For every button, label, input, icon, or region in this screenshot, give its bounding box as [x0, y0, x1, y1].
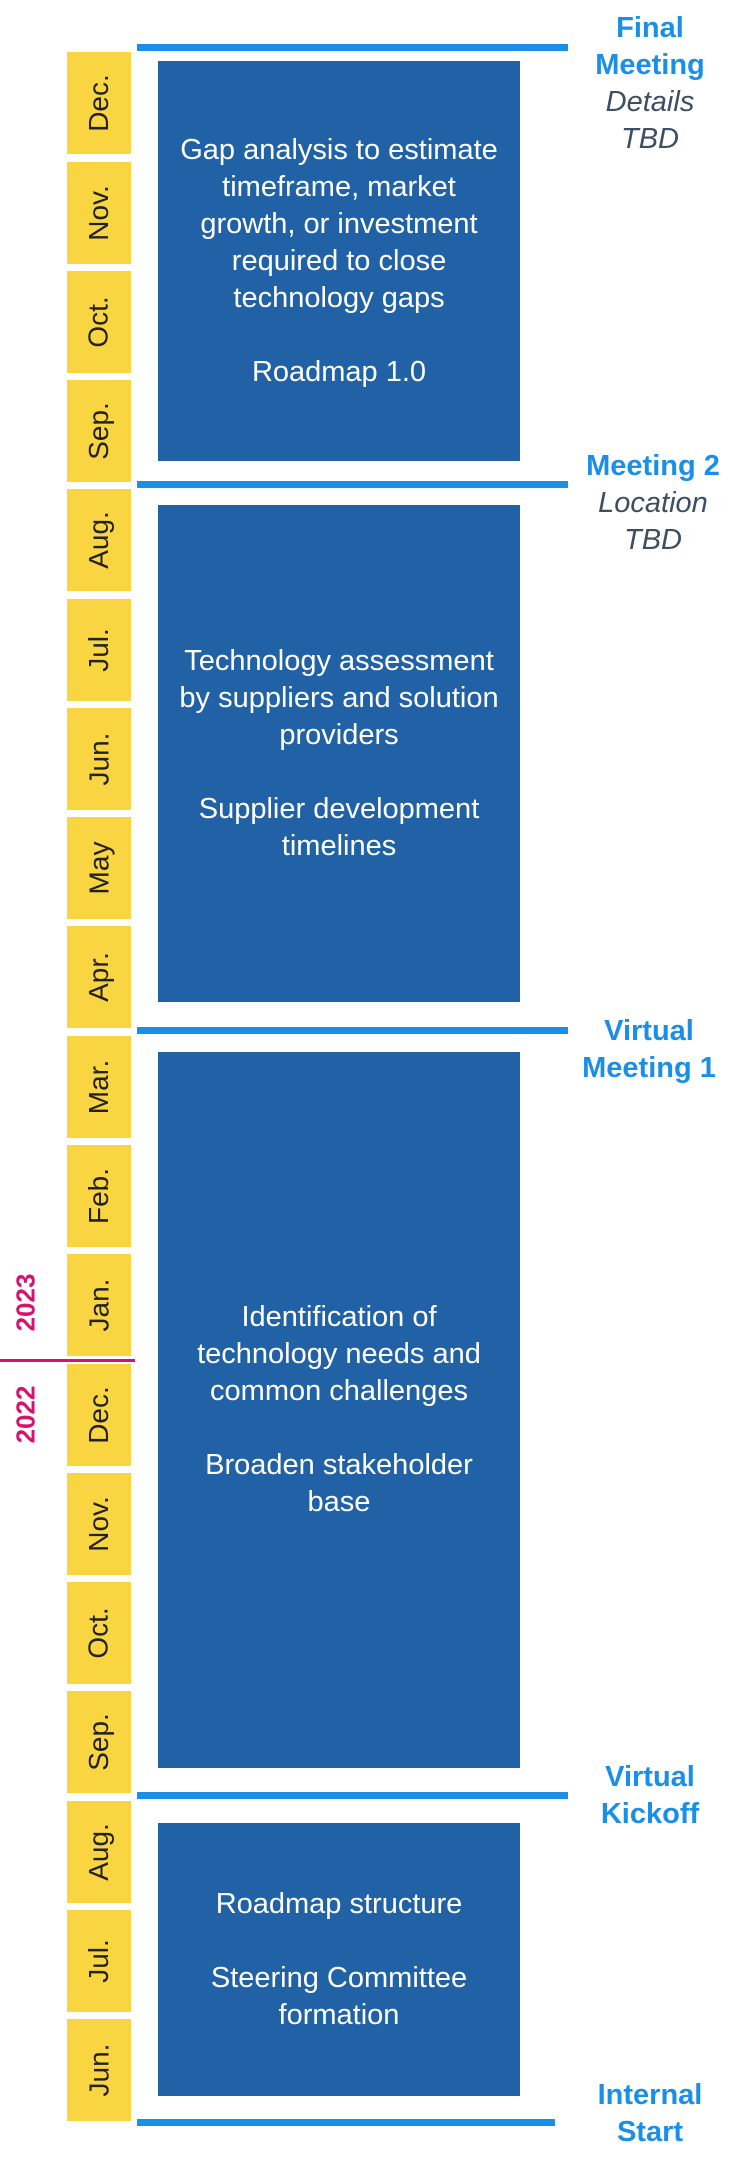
milestone-line-meeting-1 — [137, 1027, 568, 1034]
month-label: Sep. — [82, 1713, 114, 1771]
month-label: Dec. — [82, 74, 114, 132]
milestone-line-kickoff — [137, 1792, 568, 1799]
month-label: Nov. — [83, 1496, 114, 1552]
year-label-upper: 2023 — [10, 1273, 41, 1332]
month-label: Oct. — [83, 296, 114, 348]
month-mar-2023: Mar. — [67, 1036, 131, 1138]
month-label: Aug. — [82, 511, 114, 569]
phase-text: Roadmap 1.0 — [251, 355, 427, 388]
milestone-title: Kickoff — [600, 1798, 700, 1830]
month-label: Apr. — [83, 952, 114, 1002]
month-oct-2023: Oct. — [67, 271, 131, 373]
month-label: Nov. — [83, 185, 114, 241]
month-label: Aug. — [82, 1823, 114, 1881]
milestone-meeting-2: Meeting 2 Location TBD — [560, 448, 746, 559]
milestone-title: Internal — [597, 2079, 703, 2111]
milestone-title: Virtual — [604, 1015, 694, 1047]
milestone-internal-start: Internal Start — [560, 2077, 740, 2151]
month-jul-2023: Jul. — [67, 599, 131, 701]
month-label: Jun. — [83, 2043, 114, 2097]
month-apr-2023: Apr. — [67, 926, 131, 1028]
milestone-title: Start — [616, 2116, 684, 2148]
month-sep-2023: Sep. — [67, 380, 131, 482]
month-label: Jan. — [83, 1278, 114, 1332]
month-dec-2022: Dec. — [67, 1364, 131, 1466]
month-jun-2022: Jun. — [67, 2019, 131, 2121]
phase-text: Gap analysis to estimate timeframe, mark… — [180, 133, 498, 314]
month-feb-2023: Feb. — [67, 1145, 131, 1247]
month-label: Oct. — [83, 1607, 114, 1659]
phase-text: Supplier development timelines — [198, 792, 480, 862]
milestone-final-meeting: Final Meeting Details TBD — [560, 10, 740, 158]
milestone-virtual-meeting-1: Virtual Meeting 1 — [556, 1013, 742, 1087]
milestone-line-final — [137, 44, 568, 51]
phase-box-roadmap-structure: Roadmap structure Steering Committee for… — [158, 1823, 520, 2096]
phase-text: Roadmap structure — [215, 1887, 463, 1920]
month-label: May — [83, 841, 114, 895]
phase-box-technology-needs: Identification of technology needs and c… — [158, 1052, 520, 1768]
milestone-title: Meeting 2 — [586, 450, 720, 482]
milestone-title: Meeting — [595, 49, 705, 81]
phase-text: Broaden stakeholder base — [205, 1449, 473, 1518]
month-sep-2022: Sep. — [67, 1691, 131, 1793]
month-label: Jul. — [82, 1939, 114, 1983]
month-nov-2022: Nov. — [67, 1473, 131, 1575]
month-dec-2023: Dec. — [67, 52, 131, 154]
month-label: Feb. — [83, 1167, 114, 1225]
month-label: Sep. — [82, 402, 114, 460]
milestone-detail: Location — [598, 487, 708, 519]
month-label: Jun. — [83, 732, 114, 786]
phase-box-gap-analysis: Gap analysis to estimate timeframe, mark… — [158, 61, 520, 461]
milestone-detail: TBD — [624, 524, 682, 556]
phase-text: Steering Committee formation — [210, 1961, 468, 2031]
month-aug-2023: Aug. — [67, 489, 131, 591]
month-nov-2023: Nov. — [67, 162, 131, 264]
month-oct-2022: Oct. — [67, 1582, 131, 1684]
year-label-lower: 2022 — [10, 1385, 41, 1444]
month-label: Dec. — [82, 1386, 114, 1444]
month-aug-2022: Aug. — [67, 1801, 131, 1903]
month-may-2023: May — [67, 817, 131, 919]
milestone-line-start — [137, 2119, 555, 2126]
month-jun-2023: Jun. — [67, 708, 131, 810]
milestone-virtual-kickoff: Virtual Kickoff — [560, 1759, 740, 1833]
phase-text: Technology assessment by suppliers and s… — [179, 644, 499, 751]
month-label: Jul. — [82, 628, 114, 672]
milestone-title: Virtual — [605, 1761, 695, 1793]
milestone-detail: Details — [605, 86, 695, 118]
month-label: Mar. — [83, 1059, 114, 1115]
milestone-title: Final — [616, 12, 684, 44]
phase-box-technology-assessment: Technology assessment by suppliers and s… — [158, 505, 520, 1002]
month-jan-2023: Jan. — [67, 1254, 131, 1356]
milestone-title: Meeting 1 — [582, 1052, 716, 1084]
month-jul-2022: Jul. — [67, 1910, 131, 2012]
milestone-detail: TBD — [621, 123, 679, 155]
phase-text: Identification of technology needs and c… — [197, 1301, 481, 1407]
milestone-line-meeting-2 — [137, 481, 568, 488]
year-divider — [0, 1359, 135, 1362]
